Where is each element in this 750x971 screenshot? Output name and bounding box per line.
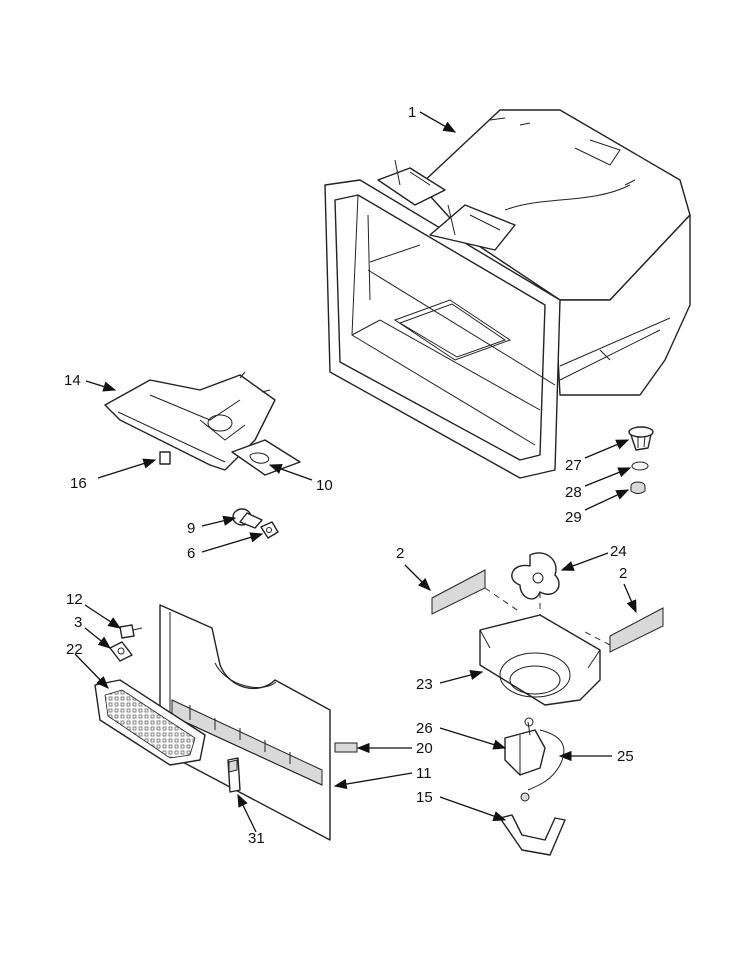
callout-15: 15 <box>416 789 433 806</box>
callout-26: 26 <box>416 720 433 737</box>
cap-part-29 <box>630 481 646 494</box>
fan-motor-part-26 <box>504 717 546 776</box>
callout-27: 27 <box>565 457 582 474</box>
callout-6: 6 <box>187 545 195 562</box>
callout-2-left: 2 <box>396 545 404 562</box>
callout-12: 12 <box>66 591 83 608</box>
callout-25: 25 <box>617 748 634 765</box>
callout-29: 29 <box>565 509 582 526</box>
thermistor-part-31 <box>227 757 241 793</box>
callout-23: 23 <box>416 676 433 693</box>
callout-9: 9 <box>187 520 195 537</box>
plug-part-9 <box>232 508 263 529</box>
evaporator-cover-part-11 <box>159 604 331 841</box>
leader-lines <box>74 111 637 833</box>
clip-part-16 <box>159 451 171 465</box>
screw-part-12 <box>119 624 143 639</box>
damper-part-27 <box>628 426 654 451</box>
fan-cover-part-14 <box>104 371 276 471</box>
bracket-part-3 <box>109 641 133 662</box>
callout-14: 14 <box>64 372 81 389</box>
fan-blade-part-24 <box>511 552 560 600</box>
callout-11: 11 <box>416 765 432 782</box>
grommet-part-6 <box>260 521 279 539</box>
freezer-housing-part-1 <box>324 109 691 479</box>
insulation-pad-part-2-left <box>431 569 486 615</box>
foam-strip-part-20 <box>334 742 358 753</box>
callout-22: 22 <box>66 641 83 658</box>
callout-1: 1 <box>408 104 416 121</box>
callout-10: 10 <box>316 477 333 494</box>
insulation-pad-part-2-right <box>609 607 664 653</box>
seal-pad-part-10 <box>231 439 301 476</box>
callout-3: 3 <box>74 614 82 631</box>
callout-24: 24 <box>610 543 627 560</box>
o-ring-part-28 <box>631 461 649 471</box>
callout-31: 31 <box>248 830 265 847</box>
callout-labels: 1 14 16 10 9 6 27 28 29 2 24 2 12 3 22 2… <box>64 104 634 847</box>
callout-28: 28 <box>565 484 582 501</box>
fan-shroud-part-23 <box>479 614 601 706</box>
callout-16: 16 <box>70 475 87 492</box>
callout-20: 20 <box>416 740 433 757</box>
motor-bracket-part-15 <box>499 792 566 856</box>
callout-2-right: 2 <box>619 565 627 582</box>
grille-part-22 <box>94 679 206 766</box>
wire-harness-part-25 <box>527 729 565 791</box>
